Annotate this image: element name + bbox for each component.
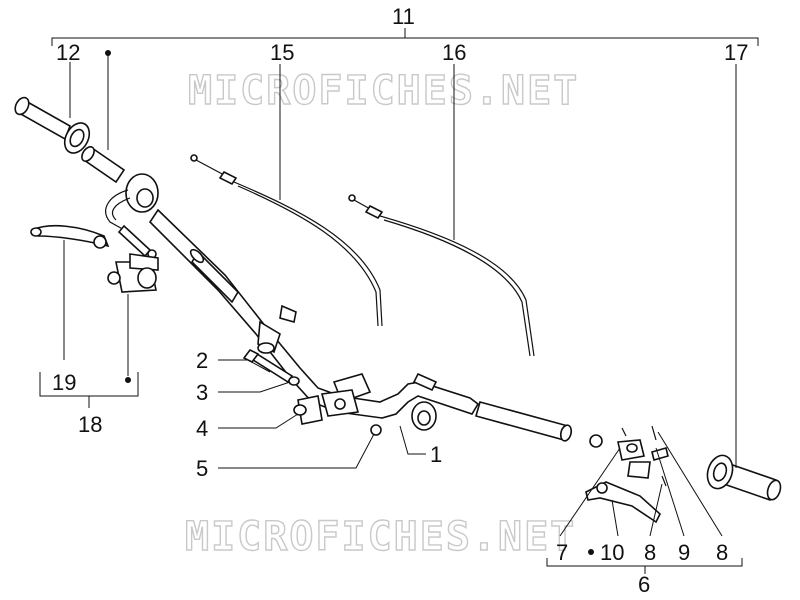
callout-8-left: 8 <box>644 540 656 565</box>
master-cylinder <box>107 253 159 293</box>
throttle-assembly <box>81 146 159 259</box>
callout-18: 18 <box>78 412 102 437</box>
right-grip <box>706 454 782 502</box>
washer-4 <box>293 404 307 416</box>
callout-3: 3 <box>196 380 208 405</box>
callout-2: 2 <box>196 348 208 373</box>
handlebar <box>148 208 573 442</box>
callout-4: 4 <box>196 416 208 441</box>
watermark-bottom: MICROFICHES.NET <box>185 514 576 560</box>
right-lever-assembly <box>585 425 669 524</box>
clamp-assembly <box>297 372 438 425</box>
callout-17: 17 <box>724 40 748 65</box>
callout-9: 9 <box>678 540 690 565</box>
callout-6: 6 <box>638 572 650 597</box>
callout-16: 16 <box>442 40 466 65</box>
dot-marker-top <box>105 50 111 56</box>
callout-19: 19 <box>52 370 76 395</box>
callout-10: 10 <box>600 540 624 565</box>
dot-marker-6 <box>588 549 594 555</box>
watermark-top: MICROFICHES.NET <box>188 68 579 114</box>
left-lever <box>30 224 110 249</box>
washer-3 <box>288 376 300 386</box>
callout-8-right: 8 <box>716 540 728 565</box>
dot-marker-18 <box>125 377 131 383</box>
callout-12: 12 <box>56 40 80 65</box>
leader-lines <box>63 54 737 537</box>
callout-15: 15 <box>270 40 294 65</box>
cable-15 <box>190 154 383 327</box>
screw-9 <box>651 425 657 441</box>
callout-5: 5 <box>196 456 208 481</box>
cable-16 <box>348 194 535 357</box>
callout-1: 1 <box>430 442 442 467</box>
callout-7: 7 <box>556 540 568 565</box>
bracket-18 <box>39 372 139 408</box>
screw-small <box>621 427 627 437</box>
screw-8 <box>661 475 667 487</box>
callout-11: 11 <box>392 4 415 29</box>
grip-end-7 <box>589 434 603 448</box>
left-grip <box>14 96 91 154</box>
bracket-11 <box>51 28 759 46</box>
nut-5 <box>370 424 382 436</box>
bracket-6 <box>546 558 743 574</box>
